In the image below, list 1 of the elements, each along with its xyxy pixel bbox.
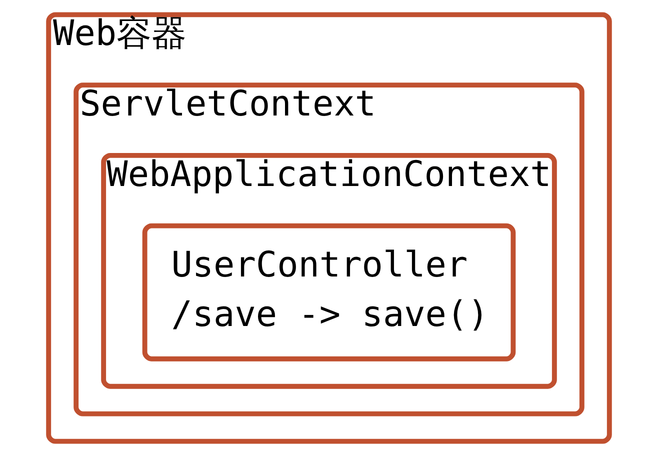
node-box: UserController /save -> save() [142, 223, 516, 362]
